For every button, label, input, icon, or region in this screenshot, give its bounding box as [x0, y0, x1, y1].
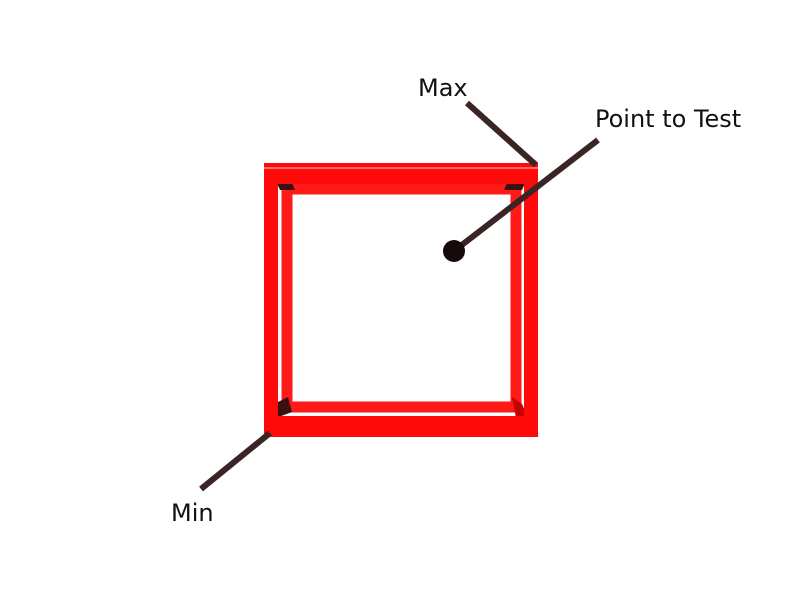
box-back-face	[281, 183, 522, 413]
box-front-bottom	[264, 416, 538, 437]
box-depth-edges	[272, 172, 530, 418]
min-label: Min	[171, 499, 214, 527]
min-leader-line	[199, 430, 272, 492]
point-to-test-label: Point to Test	[595, 105, 742, 133]
max-label: Max	[418, 74, 468, 102]
box-front-right	[524, 163, 538, 437]
box-front-face	[264, 163, 538, 437]
box-front-left	[264, 163, 278, 437]
box-back-rect	[281, 183, 522, 413]
test-point-icon	[443, 240, 465, 262]
box-front-top	[264, 163, 538, 184]
max-leader-line	[464, 100, 539, 168]
point-leader-line	[452, 137, 600, 254]
